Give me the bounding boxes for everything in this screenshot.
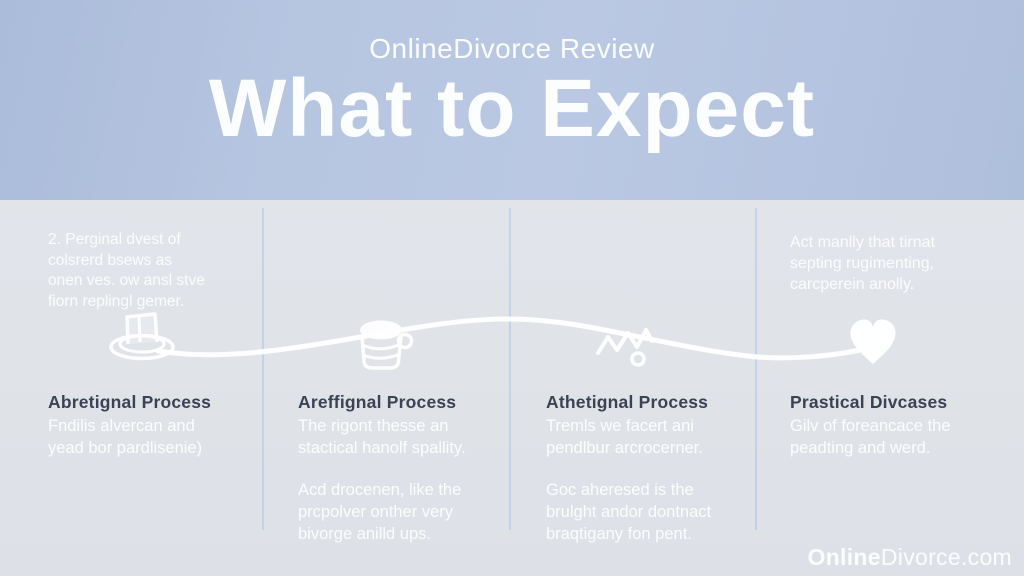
column-3-subtext: Tremls we facert ani pendlbur arcrocerne… [546,417,703,457]
column-divider [755,208,757,530]
column-2-subtext: The rigont thesse an stactical hanolf sp… [298,417,466,457]
signature-squiggle-icon [596,328,654,367]
stacked-cups-icon [360,320,414,370]
brand-logo: OnlineDivorce.com [808,544,1012,571]
column-2-heading: Areffignal Process [298,392,457,412]
column-4-subtext: Gilv of foreancace the peadting and werd… [790,417,951,457]
column-3-extra: Goc aheresed is the brulght andor dontna… [546,481,712,543]
brand-logo-bold: Online [807,544,881,570]
column-2-extra: Acd drocenen, like the prcpolver onther … [298,481,462,543]
column-divider [509,208,511,530]
column-1-heading: Abretignal Process [48,392,212,412]
column-4-heading: Prastical Divcases [790,392,948,412]
header-band: OnlineDivorce Review What to Expect [0,0,1024,200]
page-title: What to Expect [208,63,816,154]
heart-icon [850,319,896,364]
column-3-heading: Athetignal Process [546,392,709,412]
column-1-note: 2. Perginal dvest of colsrerd bsews as o… [48,231,205,310]
top-hat-icon [109,312,175,361]
brand-logo-rest: Divorce.com [880,544,1012,570]
column-1-subtext: Fndilis alvercan and yead bor pardliseni… [48,417,203,457]
column-divider [262,208,264,530]
column-4-note: Act manlly that tirnat septing rugimenti… [790,234,935,293]
eyebrow-title: OnlineDivorce Review [369,33,655,64]
